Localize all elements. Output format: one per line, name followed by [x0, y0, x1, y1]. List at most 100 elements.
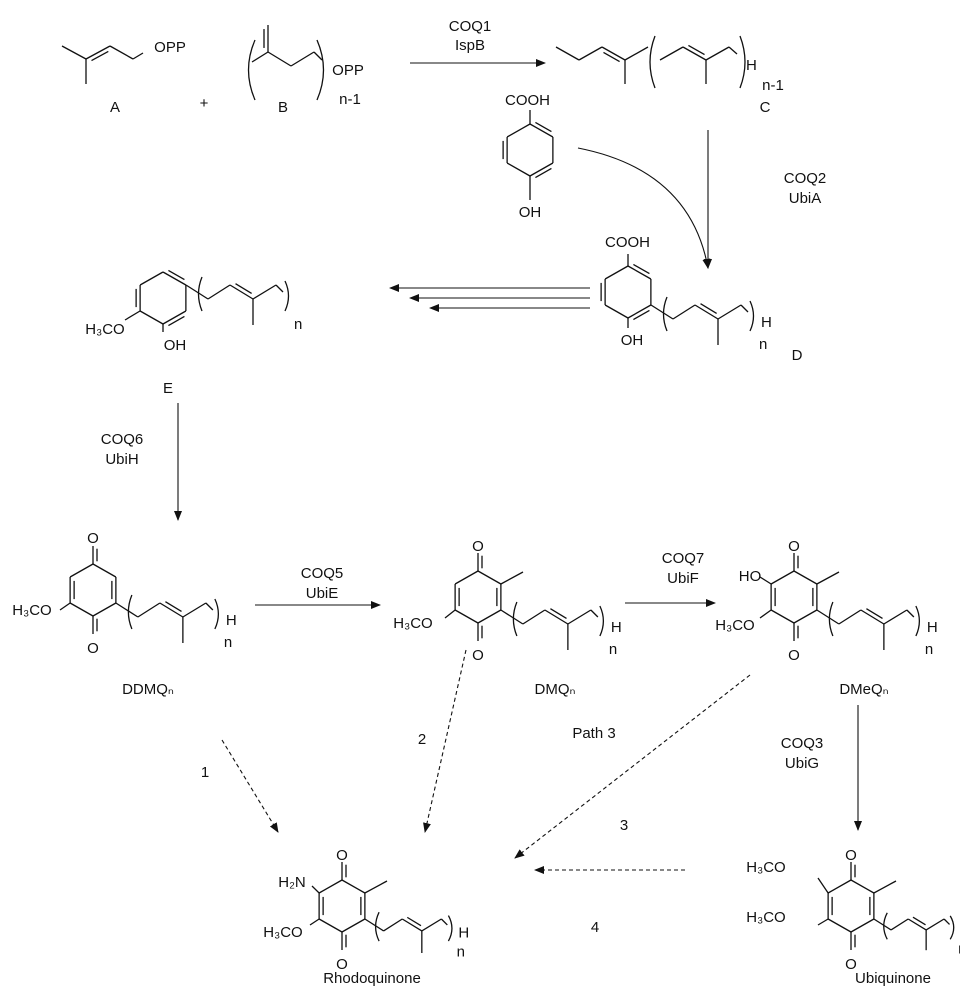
- bracket: [284, 280, 290, 312]
- bond: [500, 609, 524, 625]
- bond: [139, 310, 164, 325]
- bond: [590, 609, 599, 618]
- double-bond: [633, 263, 650, 275]
- repeat-n: n: [457, 943, 465, 960]
- bond: [364, 918, 384, 932]
- double-bond: [912, 916, 926, 926]
- plus-sign: +: [200, 95, 209, 112]
- bond: [421, 918, 442, 932]
- bracket: [949, 915, 955, 940]
- oxo: O: [336, 847, 348, 864]
- bond: [694, 304, 719, 320]
- bond: [341, 879, 366, 894]
- bond: [290, 51, 315, 67]
- dashed-arrow-path-3: [514, 674, 751, 859]
- oh-group: OH: [164, 337, 187, 354]
- double-bond: [235, 283, 252, 295]
- double-bond: [168, 269, 185, 281]
- bond: [341, 918, 366, 933]
- bond: [838, 609, 862, 625]
- bond: [529, 162, 554, 177]
- bond: [883, 609, 908, 625]
- bracket: [247, 39, 256, 101]
- bond: [182, 602, 207, 618]
- repeat-n: n: [925, 641, 933, 658]
- double-bond: [91, 50, 109, 62]
- bond: [816, 571, 840, 585]
- bracket: [316, 39, 325, 101]
- bond: [454, 570, 479, 585]
- bond: [601, 46, 626, 61]
- double-bond: [406, 916, 422, 927]
- bond: [477, 609, 502, 624]
- repeat-n-1: n-1: [339, 91, 361, 108]
- ho-group: HO: [739, 568, 762, 585]
- enzyme-ubia: UbiA: [789, 190, 822, 207]
- chain-end-h: H: [458, 925, 469, 942]
- arrows: [174, 59, 862, 874]
- repeat-n: n: [609, 641, 617, 658]
- double-bond: [866, 608, 883, 620]
- bond: [109, 45, 134, 60]
- bracket: [739, 35, 746, 89]
- bond: [555, 46, 580, 61]
- chain-end-h: H: [746, 57, 757, 74]
- bracket: [883, 912, 888, 940]
- oxo: O: [472, 647, 484, 664]
- bracket: [915, 605, 921, 637]
- double-bond: [550, 608, 567, 620]
- bond: [401, 918, 423, 932]
- oxo: O: [788, 647, 800, 664]
- enzyme-ubie: UbiE: [306, 585, 339, 602]
- bond: [770, 609, 795, 624]
- bond: [759, 609, 772, 619]
- bracket: [662, 296, 668, 332]
- bond: [627, 265, 652, 280]
- chain-end-h: H: [761, 314, 772, 331]
- bond: [275, 284, 284, 293]
- bond: [770, 570, 795, 585]
- arrow-coq2-curved: [577, 147, 711, 269]
- bond: [159, 602, 184, 618]
- bond: [506, 123, 531, 138]
- enzyme-coq2: COQ2: [784, 170, 827, 187]
- methoxy-group: H₃CO: [85, 321, 124, 338]
- bond: [817, 877, 829, 894]
- enzyme-coq7: COQ7: [662, 550, 705, 567]
- bond: [850, 918, 875, 933]
- enzyme-coq5: COQ5: [301, 565, 344, 582]
- bond: [925, 918, 945, 931]
- oxo: O: [845, 847, 857, 864]
- repeat-n: n: [224, 634, 232, 651]
- oxo: O: [472, 538, 484, 555]
- enzyme-ispb: IspB: [455, 37, 485, 54]
- bond: [162, 271, 187, 286]
- bracket: [512, 601, 518, 637]
- methoxy-group: H₃CO: [746, 859, 785, 876]
- compound-label-c: C: [760, 99, 771, 116]
- oxo: O: [336, 956, 348, 973]
- bond: [659, 46, 684, 61]
- compound-label-dmeq: DMeQₙ: [839, 681, 888, 698]
- dashed-arrow-path-2: [423, 649, 467, 833]
- bond: [162, 310, 187, 325]
- oh-group: OH: [621, 332, 644, 349]
- bond: [705, 46, 730, 61]
- oxo: O: [788, 538, 800, 555]
- cooh-group: COOH: [605, 234, 650, 251]
- cooh-group: COOH: [505, 92, 550, 109]
- bond: [92, 602, 117, 617]
- bond: [682, 46, 707, 61]
- bond: [522, 609, 546, 625]
- bond: [318, 879, 343, 894]
- bond: [229, 284, 254, 300]
- dashed-arrow-path-1: [221, 739, 279, 833]
- bond: [440, 918, 448, 926]
- bond: [759, 576, 772, 585]
- enzyme-coq3: COQ3: [781, 735, 824, 752]
- compound-label-dmq: DMQₙ: [535, 681, 576, 698]
- bond: [544, 609, 569, 625]
- bond: [873, 918, 892, 931]
- compound-label-ddmq: DDMQₙ: [122, 681, 174, 698]
